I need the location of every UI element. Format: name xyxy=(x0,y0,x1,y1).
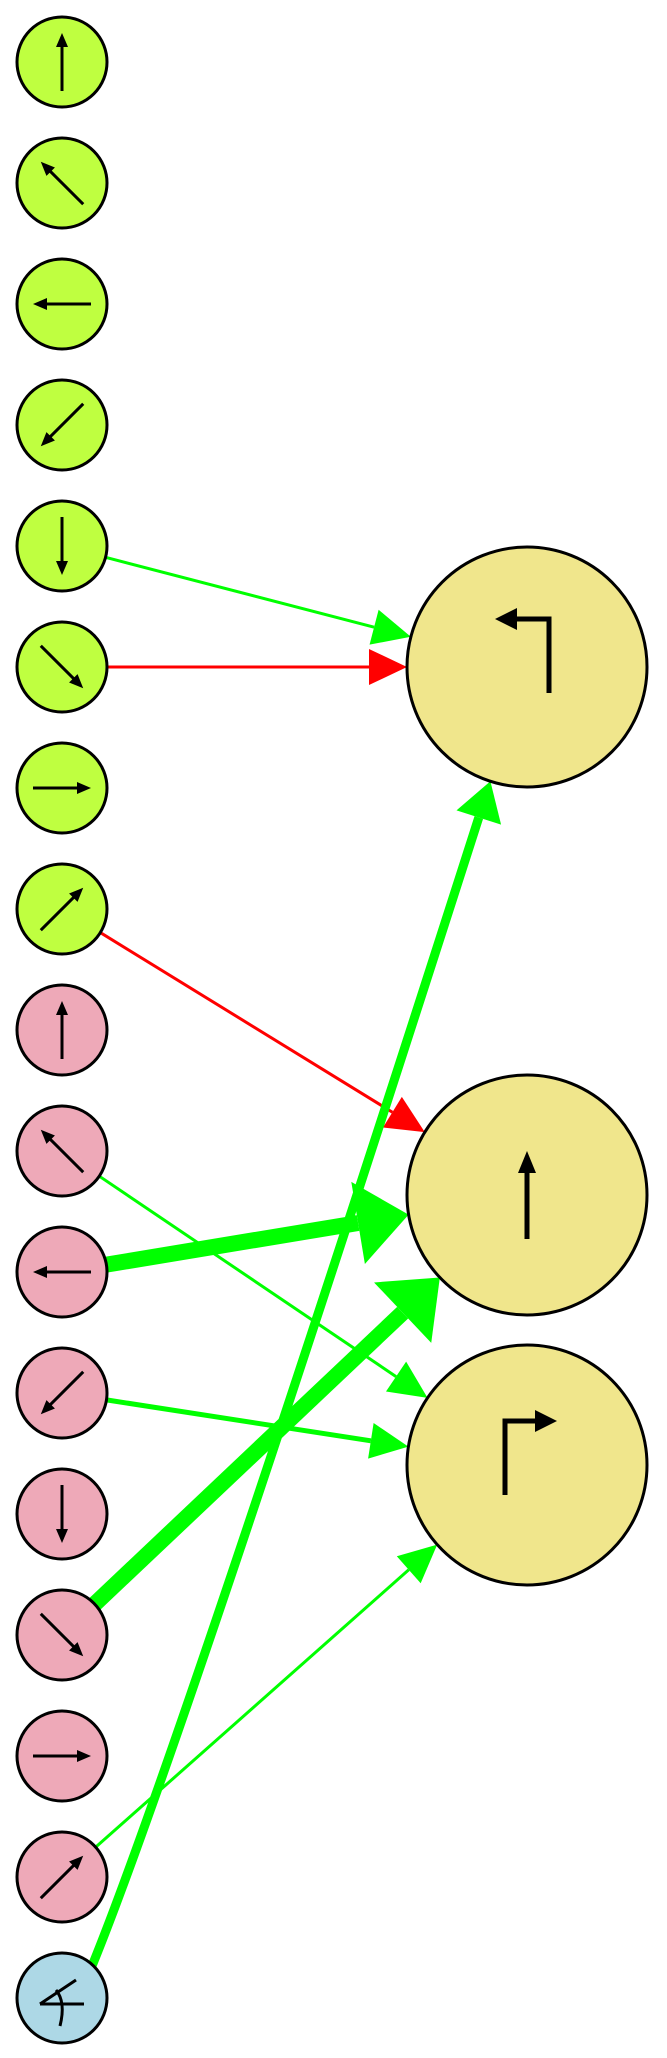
input-node-b-right xyxy=(15,1709,109,1803)
input-node-b-up xyxy=(15,983,109,1077)
input-node-c-angle xyxy=(15,1951,109,2045)
turn-left-icon xyxy=(495,608,552,693)
arrow-down-right-icon xyxy=(39,1612,84,1657)
edge-arrowhead xyxy=(382,1096,425,1133)
input-node-b-downleft xyxy=(15,1346,109,1440)
input-node-b-upright xyxy=(15,1830,109,1924)
input-node-a-down xyxy=(15,499,109,593)
nodes-layer xyxy=(15,15,649,2045)
arrow-up-right-icon xyxy=(39,1855,84,1900)
edge-arrowhead xyxy=(368,1423,409,1459)
arrow-left-icon xyxy=(33,298,91,310)
edge-line xyxy=(106,1397,372,1444)
arrow-down-icon xyxy=(56,1485,68,1543)
arrow-down-left-icon xyxy=(40,1370,85,1415)
edge-line xyxy=(99,931,394,1114)
edge-line xyxy=(94,1568,410,1849)
edge-arrowhead xyxy=(369,609,411,645)
edge-b-downleft-to-turn-right xyxy=(106,1397,409,1459)
input-node-b-upleft xyxy=(15,1104,109,1198)
edge-b-downright-to-forward xyxy=(89,1277,440,1610)
edge-b-upleft-to-turn-right xyxy=(98,1174,428,1398)
arrow-up-icon xyxy=(56,33,68,91)
edge-a-down-to-turn-left xyxy=(105,555,411,645)
arrow-up-icon xyxy=(56,1001,68,1059)
arrow-left-icon xyxy=(33,1266,91,1278)
edge-arrowhead xyxy=(351,1181,409,1265)
edge-a-downright-to-turn-left xyxy=(107,649,407,685)
arrow-up-left-icon xyxy=(40,161,85,206)
turn-right-icon xyxy=(502,1410,557,1495)
arrow-down-icon xyxy=(56,517,68,575)
input-node-b-down xyxy=(15,1467,109,1561)
edge-c-angle-to-turn-left xyxy=(87,781,502,1968)
edge-line xyxy=(105,555,375,629)
arrow-down-right-icon xyxy=(39,644,84,689)
edge-arrowhead xyxy=(456,781,502,825)
input-node-b-downright xyxy=(15,1588,109,1682)
edge-b-left-to-forward xyxy=(105,1181,409,1273)
edge-b-upright-to-turn-right xyxy=(94,1544,438,1849)
edge-line xyxy=(89,1306,409,1610)
edge-line xyxy=(98,1174,397,1378)
input-node-a-downright xyxy=(15,620,109,714)
output-node-turn-right xyxy=(405,1343,649,1587)
output-node-turn-left xyxy=(405,545,649,789)
input-node-a-right xyxy=(15,741,109,835)
arrow-up-left-icon xyxy=(40,1129,85,1174)
output-node-forward xyxy=(405,1073,649,1317)
output-node-circle xyxy=(405,545,649,789)
input-node-a-downleft xyxy=(15,378,109,472)
edges-layer xyxy=(87,555,502,1968)
arrow-right-icon xyxy=(33,1750,91,1762)
input-node-a-up xyxy=(15,15,109,109)
arrow-up-right-icon xyxy=(39,887,84,932)
input-node-b-left xyxy=(15,1225,109,1319)
input-node-a-upleft xyxy=(15,136,109,230)
arrow-up-icon xyxy=(518,1151,536,1239)
edge-arrowhead xyxy=(369,649,407,685)
edge-arrowhead xyxy=(374,1277,440,1343)
edge-arrowhead xyxy=(385,1361,428,1398)
arrow-down-left-icon xyxy=(40,402,85,447)
input-node-a-left xyxy=(15,257,109,351)
output-node-circle xyxy=(405,1343,649,1587)
arrow-right-icon xyxy=(33,782,91,794)
edge-arrowhead xyxy=(396,1544,438,1584)
edge-a-upright-to-forward xyxy=(99,931,425,1133)
angle-icon xyxy=(39,1978,84,2027)
edge-line xyxy=(87,816,484,1968)
edge-line xyxy=(105,1215,360,1273)
input-node-a-upright xyxy=(15,862,109,956)
